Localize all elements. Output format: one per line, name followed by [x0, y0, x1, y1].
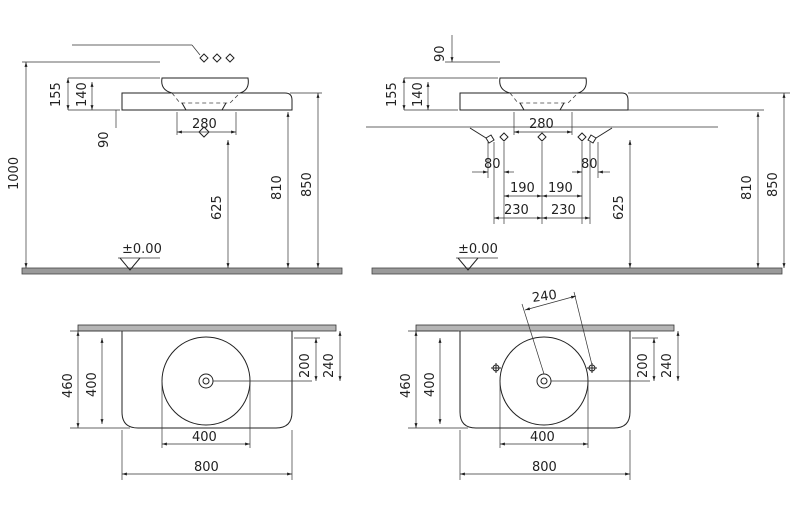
dim-800: 800: [194, 460, 219, 475]
countertop: [459, 92, 629, 111]
left-plan-view: 460 400 200 240 400 800: [61, 324, 342, 480]
drain: [536, 373, 552, 389]
dim-810: 810: [270, 175, 285, 200]
dim-230-right: 230: [551, 203, 576, 218]
dim-230-left: 230: [504, 203, 529, 218]
countertop-outline: [121, 331, 293, 429]
dim-90-low: 90: [97, 131, 112, 148]
dim-625: 625: [210, 195, 225, 220]
drain: [198, 373, 214, 389]
dim-200: 200: [636, 353, 651, 378]
countertop-outline: [459, 331, 631, 429]
dim-850: 850: [300, 172, 315, 197]
floor-slab: [371, 267, 783, 275]
dim-400-bowl: 400: [530, 430, 555, 445]
floor-slab: [21, 267, 343, 275]
wall-strip: [77, 324, 337, 332]
dim-140: 140: [75, 82, 90, 107]
dim-280: 280: [529, 117, 554, 132]
dim-810: 810: [740, 175, 755, 200]
level-triangle: [119, 257, 141, 271]
tap-hole-symbol: [199, 53, 235, 63]
basin-bowl: [499, 77, 587, 94]
dim-625: 625: [612, 195, 627, 220]
dim-240-top: 240: [531, 288, 558, 306]
dim-190-left: 190: [510, 181, 535, 196]
dim-460: 460: [61, 373, 76, 398]
wall-strip: [415, 324, 675, 332]
dim-800: 800: [532, 460, 557, 475]
dim-400-bowl: 400: [192, 430, 217, 445]
dim-400-side: 400: [423, 372, 438, 397]
dim-460: 460: [399, 373, 414, 398]
dim-240: 240: [660, 353, 675, 378]
dim-155: 155: [385, 82, 400, 107]
supply-valves: [469, 127, 613, 144]
dim-190-right: 190: [548, 181, 573, 196]
dim-80-left: 80: [484, 157, 501, 172]
dim-280: 280: [192, 117, 217, 132]
dim-850: 850: [766, 172, 781, 197]
dim-140: 140: [411, 82, 426, 107]
dim-240: 240: [322, 353, 337, 378]
floor-level-label: ±0.00: [458, 242, 498, 257]
dim-80-right: 80: [581, 157, 598, 172]
dim-1000: 1000: [7, 157, 22, 190]
left-elevation-view: ±0.00 1000 155 140 90 280 62: [7, 44, 343, 275]
floor-level-label: ±0.00: [122, 242, 162, 257]
dim-90-top: 90: [433, 45, 448, 62]
right-elevation-view: ±0.00 90 155 140 280: [366, 35, 790, 275]
dim-200: 200: [298, 353, 313, 378]
right-plan-view: 240 460 400 200 240 400 800: [399, 288, 680, 480]
dim-400-side: 400: [85, 372, 100, 397]
dim-155: 155: [49, 82, 64, 107]
tap-hole-left: [491, 363, 501, 373]
basin-bowl: [161, 77, 249, 94]
countertop: [121, 92, 293, 111]
level-triangle: [457, 257, 479, 271]
